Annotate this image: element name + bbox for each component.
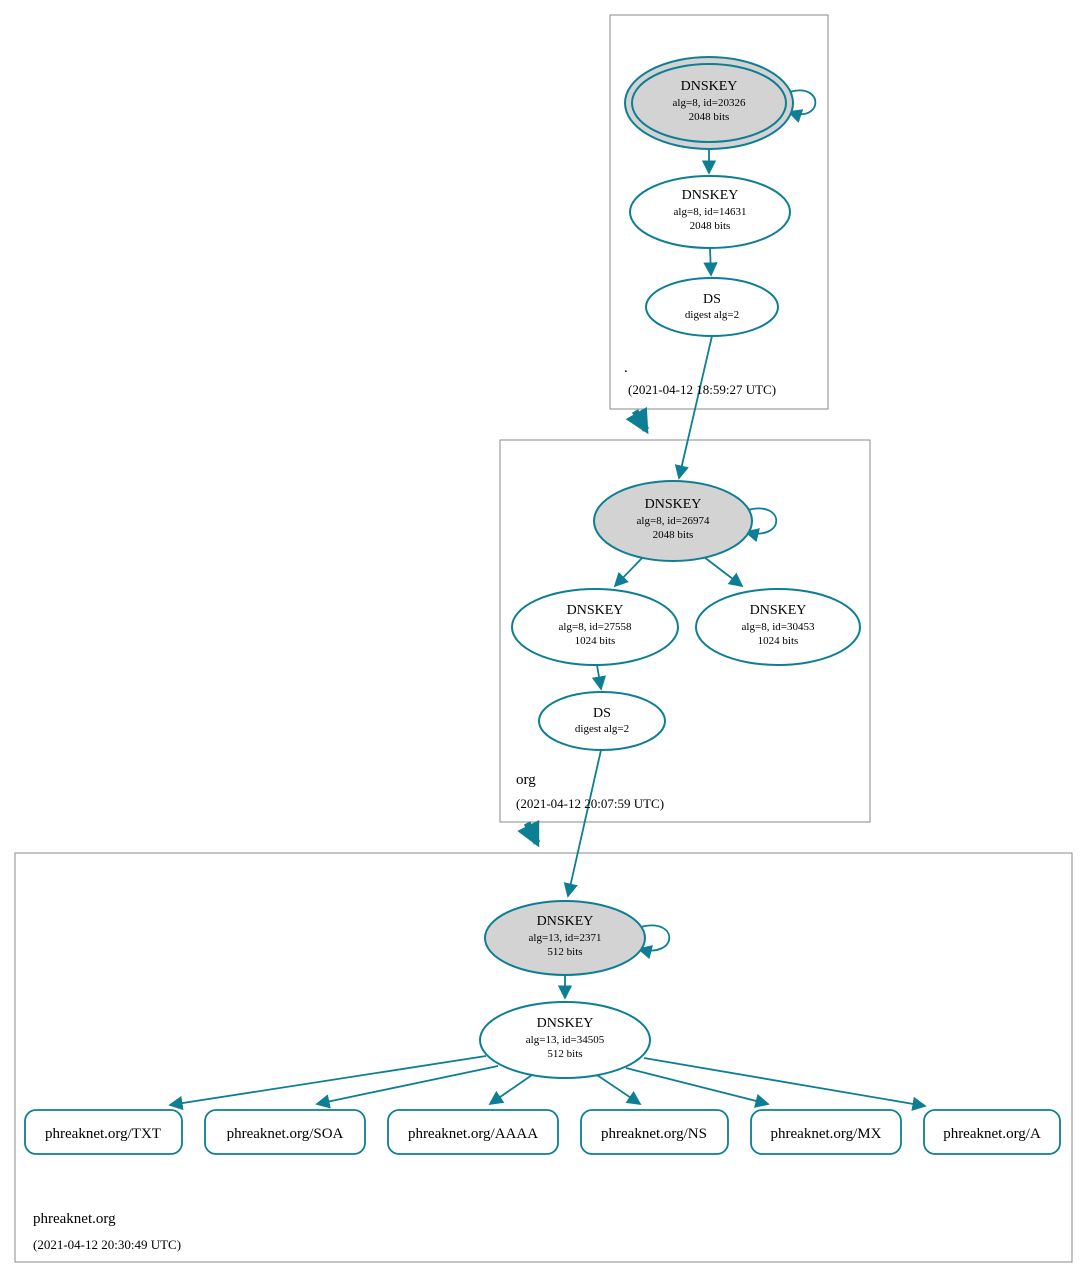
rrset-aaaa: phreaknet.org/AAAA <box>387 1109 559 1155</box>
root-zsk-bits: 2048 bits <box>690 220 731 232</box>
edge-phreaknet-ksk-self-loop <box>637 924 671 960</box>
zone-label-org: org <box>516 772 536 788</box>
edge-zsk-to-ns <box>596 1074 642 1106</box>
delegation-arrow-org-to-phreaknet <box>517 819 541 848</box>
root-ksk-detail: alg=8, id=20326 <box>673 97 746 109</box>
rrset-aaaa-box <box>387 1109 559 1155</box>
phreaknet-zsk-bits: 512 bits <box>547 1048 582 1060</box>
org-zsk-a-title: DNSKEY <box>567 603 624 618</box>
org-zsk-b-title: DNSKEY <box>750 603 807 618</box>
edge-root-ksk-self-loop <box>787 89 817 123</box>
root-ksk-inner-ring <box>631 63 787 143</box>
rrset-mx-label: phreaknet.org/MX <box>771 1126 882 1142</box>
node-org-ksk: DNSKEY alg=8, id=26974 2048 bits <box>593 480 753 562</box>
rrset-txt: phreaknet.org/TXT <box>24 1109 183 1155</box>
edge-org-ksk-self-loop <box>744 507 778 543</box>
zone-timestamp-root: (2021-04-12 18:59:27 UTC) <box>628 382 776 397</box>
phreaknet-ksk-ellipse <box>484 900 646 976</box>
root-ksk-bits: 2048 bits <box>689 111 730 123</box>
rrset-txt-box <box>24 1109 183 1155</box>
edge-root-zsk-to-ds <box>703 247 718 277</box>
node-root-zsk: DNSKEY alg=8, id=14631 2048 bits <box>629 175 791 249</box>
node-root-ksk: DNSKEY alg=8, id=20326 2048 bits <box>624 56 794 150</box>
phreaknet-zsk-ellipse <box>479 1001 651 1079</box>
edge-org-ksk-to-zsk-a <box>613 556 644 588</box>
org-ksk-ellipse <box>593 480 753 562</box>
edge-org-ds-to-phreaknet-ksk <box>563 749 602 898</box>
rrset-ns-label: phreaknet.org/NS <box>601 1126 707 1142</box>
rrset-a: phreaknet.org/A <box>923 1109 1061 1155</box>
edge-zsk-to-soa <box>315 1065 499 1109</box>
phreaknet-ksk-title: DNSKEY <box>537 914 594 929</box>
zone-timestamp-phreaknet: (2021-04-12 20:30:49 UTC) <box>33 1237 181 1252</box>
edge-org-zsk-to-ds <box>591 664 607 691</box>
org-ksk-bits: 2048 bits <box>653 529 694 541</box>
org-zsk-b-bits: 1024 bits <box>758 635 799 647</box>
edge-zsk-to-mx <box>625 1067 770 1108</box>
org-zsk-a-ellipse <box>511 588 679 666</box>
root-ds-title: DS <box>703 292 721 307</box>
rrset-mx: phreaknet.org/MX <box>750 1109 902 1155</box>
zone-timestamp-org: (2021-04-12 20:07:59 UTC) <box>516 796 664 811</box>
phreaknet-zsk-title: DNSKEY <box>537 1016 594 1031</box>
root-zsk-detail: alg=8, id=14631 <box>674 206 747 218</box>
phreaknet-zsk-detail: alg=13, id=34505 <box>526 1034 605 1046</box>
root-ksk-title: DNSKEY <box>681 79 738 94</box>
zone-label-phreaknet: phreaknet.org <box>33 1211 116 1227</box>
node-phreaknet-ksk: DNSKEY alg=13, id=2371 512 bits <box>484 900 646 976</box>
org-zsk-a-bits: 1024 bits <box>575 635 616 647</box>
rrset-soa-box <box>204 1109 366 1155</box>
rrset-txt-label: phreaknet.org/TXT <box>45 1126 161 1142</box>
rrset-ns-box <box>580 1109 729 1155</box>
node-org-zsk-a: DNSKEY alg=8, id=27558 1024 bits <box>511 588 679 666</box>
root-ds-ellipse <box>645 277 779 337</box>
phreaknet-ksk-bits: 512 bits <box>547 946 582 958</box>
root-zsk-title: DNSKEY <box>682 188 739 203</box>
org-ds-detail: digest alg=2 <box>575 723 629 735</box>
phreaknet-ksk-detail: alg=13, id=2371 <box>529 932 602 944</box>
org-zsk-a-detail: alg=8, id=27558 <box>559 621 632 633</box>
edge-zsk-to-aaaa <box>488 1074 533 1106</box>
edge-org-ksk-to-zsk-b <box>703 556 744 588</box>
rrset-aaaa-label: phreaknet.org/AAAA <box>408 1126 538 1142</box>
rrset-mx-box <box>750 1109 902 1155</box>
edge-root-ds-to-org-ksk <box>674 335 713 480</box>
rrset-soa-label: phreaknet.org/SOA <box>227 1126 344 1142</box>
node-org-zsk-b: DNSKEY alg=8, id=30453 1024 bits <box>695 588 861 666</box>
org-ksk-title: DNSKEY <box>645 497 702 512</box>
delegation-arrow-root-to-org <box>625 406 650 435</box>
node-phreaknet-zsk: DNSKEY alg=13, id=34505 512 bits <box>479 1001 651 1079</box>
org-zsk-b-ellipse <box>695 588 861 666</box>
org-ksk-detail: alg=8, id=26974 <box>637 515 710 527</box>
org-ds-title: DS <box>593 706 611 721</box>
rrset-ns: phreaknet.org/NS <box>580 1109 729 1155</box>
root-ds-detail: digest alg=2 <box>685 309 739 321</box>
node-root-ds: DS digest alg=2 <box>645 277 779 337</box>
edge-zsk-to-a <box>643 1057 927 1111</box>
node-org-ds: DS digest alg=2 <box>538 691 666 751</box>
rrset-soa: phreaknet.org/SOA <box>204 1109 366 1155</box>
rrset-a-box <box>923 1109 1061 1155</box>
edge-zsk-to-txt <box>168 1055 487 1111</box>
rrset-a-label: phreaknet.org/A <box>943 1126 1041 1142</box>
zone-label-root: . <box>624 360 628 376</box>
org-zsk-b-detail: alg=8, id=30453 <box>742 621 815 633</box>
org-ds-ellipse <box>538 691 666 751</box>
root-zsk-ellipse <box>629 175 791 249</box>
